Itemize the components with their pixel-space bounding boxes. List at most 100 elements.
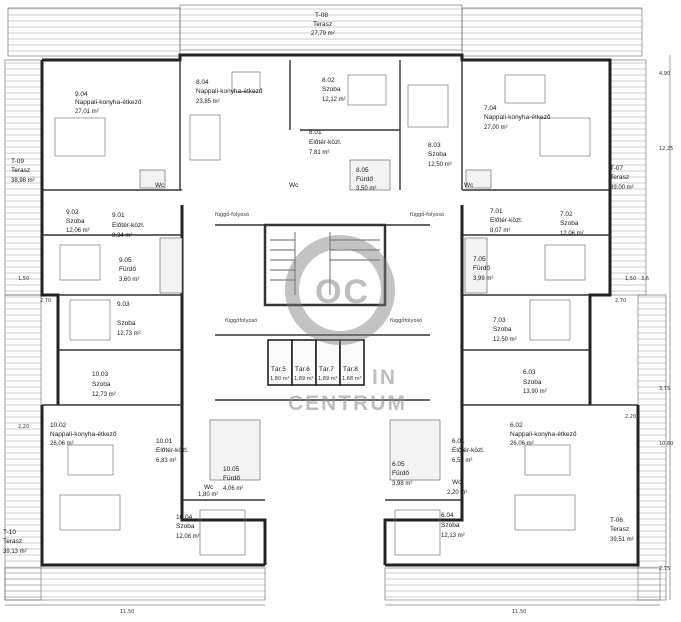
room-id: 7.05 (473, 256, 486, 263)
room-id: 8.04 (196, 79, 209, 86)
room-name: Szoba (66, 218, 85, 225)
terrace-right-lower (637, 294, 667, 601)
room-area: 12,13 m² (441, 533, 465, 539)
dimension-label: 11,50 (512, 609, 526, 615)
dimension-lines (5, 55, 671, 606)
storage-id: Tár.6 (295, 366, 310, 373)
room-area: 4,06 m² (223, 486, 243, 492)
room-name: Fürdő (223, 475, 240, 482)
room-name: Szoba (560, 220, 579, 227)
room-id: 6.03 (523, 369, 536, 376)
wc-label: Wc (452, 479, 462, 486)
room-area: 3,99 m² (473, 276, 493, 282)
terrace-bottom-right (384, 567, 661, 601)
room-id: 9.03 (117, 301, 130, 308)
room-area: 3,60 m² (119, 277, 139, 283)
room-name: Előtér-közl. (309, 139, 342, 146)
room-id: 10.02 (50, 422, 67, 429)
room-id: 6.04 (441, 512, 454, 519)
room-label: 7.05 Fürdő 3,99 m² (473, 256, 493, 282)
wc-label: Wc (155, 182, 165, 189)
room-label: T-09 Terasz 38,98 m² (11, 158, 35, 184)
storage-id: Tár.5 (271, 366, 286, 373)
storage-area: 1,89 m² (294, 376, 314, 382)
dimension-label: 1,50 (625, 276, 636, 282)
room-label: 6.03 Szoba 13,90 m² (523, 369, 547, 395)
room-id: T-06 (610, 517, 623, 524)
room-label: 7.01 Előtér-közl. 8,07 m² (490, 208, 523, 234)
terrace-top (179, 4, 463, 51)
room-id: 9.05 (119, 257, 132, 264)
watermark-top-text: IN (372, 366, 397, 389)
room-id: 9.04 (75, 91, 88, 98)
room-label: 10.04 Szoba 12,08 m² (176, 514, 200, 540)
room-area: 38,98 m² (11, 178, 35, 184)
dimension-label: 2,20 (18, 424, 29, 430)
watermark-bottom-text: CENTRUM (288, 392, 407, 415)
room-area: 6,83 m² (156, 458, 176, 464)
dimension-label: 2,70 (40, 298, 51, 304)
storage-id: Tár.8 (343, 366, 358, 373)
dimension-label: 2,20 (625, 414, 636, 420)
room-area: 12,06 m² (560, 231, 584, 237)
room-area: 12,50 m² (428, 162, 452, 168)
storage-id: Tár.7 (319, 366, 334, 373)
room-area: 39,00 m² (610, 185, 634, 191)
room-area: 39,13 m² (3, 549, 27, 555)
room-label: 9.02 Szoba 12,06 m² (66, 209, 90, 234)
room-id: 8.03 (428, 142, 441, 149)
room-name: Terasz (610, 174, 629, 181)
room-id: T-09 (11, 158, 24, 165)
terrace-bottom-left (4, 567, 266, 601)
room-name: Szoba (322, 86, 341, 93)
room-id: 8.01 (309, 129, 322, 136)
room-name: Nappali-konyha-étkező (50, 431, 117, 438)
room-name: Fürdő (356, 176, 373, 183)
room-name: Terasz (610, 526, 629, 533)
room-label: T-08 Terasz 27,79 m² (311, 12, 335, 37)
room-area: 12,06 m² (66, 228, 90, 234)
room-name: Terasz (11, 167, 30, 174)
room-label: T-07 Terasz 39,00 m² (610, 165, 634, 191)
room-area: 8,34 m² (112, 233, 132, 239)
room-name: Szoba (176, 523, 195, 530)
room-label: 10.05 Fürdő 4,06 m² (223, 466, 243, 492)
room-name: Fürdő (473, 265, 490, 272)
room-label: 10.03 Szoba 12,73 m² (92, 371, 116, 398)
room-id: T-07 (610, 165, 623, 172)
room-area: 27,79 m² (311, 31, 335, 37)
room-name: Előtér-közl. (490, 217, 523, 224)
room-labels: T-08 Terasz 27,79 m² 9.04 Nappali-konyha… (3, 12, 634, 555)
corridor-label: függőfolyosó (225, 317, 257, 324)
terrace-left-upper (4, 59, 42, 296)
room-name: Szoba (117, 320, 136, 327)
dimension-label: 4,90 (659, 71, 670, 77)
corridor-label: függő-folyosó (215, 211, 249, 218)
room-id: 10.03 (92, 371, 109, 378)
room-name: Terasz (3, 538, 22, 545)
room-label: 8.02 Szoba 12,12 m² (322, 77, 346, 103)
room-label: T-10 Terasz 39,13 m² (3, 529, 27, 555)
corridor-label: függőfolyosó (390, 317, 422, 324)
room-id: T-08 (315, 12, 328, 19)
room-area: 26,06 m² (50, 441, 74, 447)
room-area: 13,90 m² (523, 389, 547, 395)
corridor-label: függő-folyosó (410, 211, 444, 218)
storage-area: 1,68 m² (342, 376, 362, 382)
room-id: 8.05 (356, 167, 369, 174)
room-area: 6,54 m² (452, 458, 472, 464)
room-name: Fürdő (392, 470, 409, 477)
room-area: 7,81 m² (309, 150, 329, 156)
storage-units (267, 339, 365, 386)
terrace-top-left (7, 7, 181, 57)
room-id: 9.01 (112, 212, 125, 219)
watermark-logo-letters: OC (315, 273, 370, 311)
room-label: 6.05 Fürdő 3,98 m² (392, 461, 412, 487)
room-name: Szoba (493, 326, 512, 333)
dimension-label: 1,50 (18, 276, 29, 282)
dimension-label: 10,60 (659, 441, 673, 447)
terrace-top-right (461, 7, 643, 57)
corridor-labels: függő-folyosó függő-folyosó függőfolyosó… (215, 211, 444, 324)
room-name: Nappali-konyha-étkező (510, 431, 577, 438)
terrace-left-lower (4, 294, 42, 601)
